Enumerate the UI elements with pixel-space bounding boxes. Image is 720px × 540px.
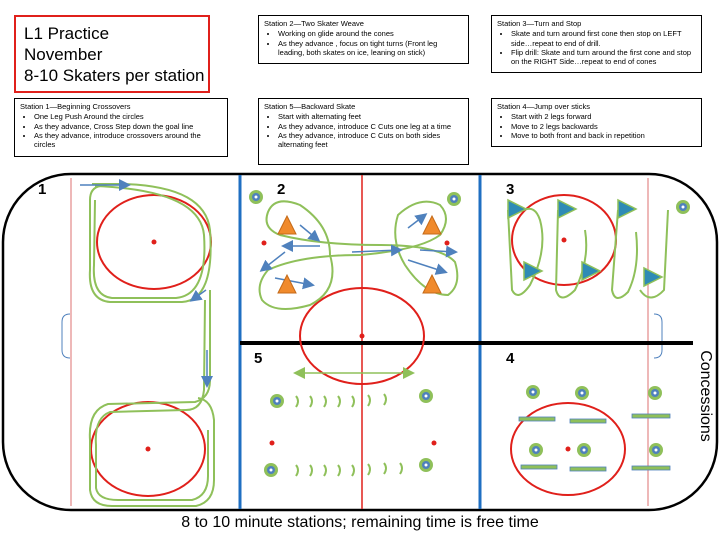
station-4-skaters (526, 385, 663, 457)
stick-icon (631, 413, 671, 419)
faceoff-dot (565, 446, 571, 452)
station-1-item: As they advance, Cross Step down the goa… (34, 122, 222, 131)
station-4-title: Station 4—Jump over sticks (497, 102, 590, 111)
station-2-note: Station 2—Two Skater Weave Working on gl… (258, 15, 469, 64)
skater-icon (649, 443, 663, 457)
station-5-item: Start with alternating feet (278, 112, 463, 121)
skater-icon (270, 394, 284, 408)
station-number-5: 5 (254, 350, 263, 367)
skater-icon (648, 386, 662, 400)
title-line-2: November (24, 45, 103, 64)
station-1-note: Station 1—Beginning Crossovers One Leg P… (14, 98, 228, 157)
skater-icon (419, 458, 433, 472)
station-4-item: Start with 2 legs forward (511, 112, 696, 121)
cone-icon (422, 214, 442, 235)
station-2-item: As they advance , focus on tight turns (… (278, 39, 463, 58)
station-4-item: Move to 2 legs backwards (511, 122, 696, 131)
faceoff-dot (359, 333, 365, 339)
station-5-c-cuts (295, 393, 403, 477)
station-2-pucks (249, 190, 461, 206)
station-1-paths (88, 183, 215, 507)
station-number-3: 3 (506, 181, 515, 198)
title-line-3: 8-10 Skaters per station (24, 66, 205, 85)
station-2-paths (258, 200, 459, 310)
station-3-item: Flip drill: Skate and turn around the fi… (511, 48, 696, 67)
station-2-title: Station 2—Two Skater Weave (264, 19, 364, 28)
station-4-note: Station 4—Jump over sticks Start with 2 … (491, 98, 702, 147)
station-number-2: 2 (277, 181, 286, 198)
skater-icon (419, 389, 433, 403)
stick-icon (569, 466, 607, 472)
concessions-text: Concessions (697, 350, 714, 442)
faceoff-dot (261, 240, 267, 246)
station-2-cones (277, 214, 442, 294)
cone-icon (643, 266, 664, 288)
cone-icon (581, 260, 602, 282)
station-3-paths (507, 207, 669, 299)
station-3-item: Skate and turn around first cone then st… (511, 29, 696, 48)
station-number-4: 4 (506, 350, 515, 367)
footer-note: 8 to 10 minute stations; remaining time … (181, 514, 539, 531)
arrow-s1-diag (189, 289, 207, 302)
station-4-item: Move to both front and back in repetitio… (511, 131, 696, 140)
cone-icon (617, 198, 638, 220)
title-line-1: L1 Practice (24, 24, 110, 43)
faceoff-dot (431, 440, 437, 446)
skater-icon (264, 463, 278, 477)
cone-icon (422, 273, 442, 294)
faceoff-dot (561, 237, 567, 243)
faceoff-dot (444, 240, 450, 246)
stick-icon (631, 465, 671, 471)
station-5-item: As they advance, introduce C Cuts on bot… (278, 131, 463, 150)
station-5-note: Station 5—Backward Skate Start with alte… (258, 98, 469, 165)
cone-icon (523, 260, 544, 282)
faceoff-circle-s4 (510, 402, 626, 496)
concessions-label: Concessions (693, 350, 717, 442)
station-5-skaters (264, 389, 433, 477)
station-5-title: Station 5—Backward Skate (264, 102, 356, 111)
faceoff-dot (151, 239, 157, 245)
skater-icon (447, 192, 461, 206)
station-5-item: As they advance, introduce C Cuts one le… (278, 122, 463, 131)
stick-icon (518, 416, 556, 422)
skater-icon (526, 385, 540, 399)
skater-icon (577, 443, 591, 457)
station-1-title: Station 1—Beginning Crossovers (20, 102, 131, 111)
stick-icon (520, 464, 558, 470)
station-1-item: As they advance, introduce crossovers ar… (34, 131, 222, 150)
station-2-item: Working on glide around the cones (278, 29, 463, 38)
skater-icon (249, 190, 263, 204)
station-4-sticks (518, 413, 671, 472)
rink-boards (1, 172, 719, 512)
skater-icon (575, 386, 589, 400)
cone-icon (557, 198, 578, 220)
station-3-note: Station 3—Turn and Stop Skate and turn a… (491, 15, 702, 73)
skater-icon (676, 200, 690, 214)
skater-icon (529, 443, 543, 457)
station-3-cones (507, 198, 664, 288)
cone-icon (507, 198, 528, 220)
faceoff-circle-center (299, 287, 425, 385)
faceoff-dot (269, 440, 275, 446)
station-2-arrows (259, 213, 458, 290)
station-1-item: One Leg Push Around the circles (34, 112, 222, 121)
station-number-1: 1 (38, 181, 47, 198)
faceoff-dot (145, 446, 151, 452)
stick-icon (569, 418, 607, 424)
cone-icon (277, 214, 297, 235)
cone-icon (277, 273, 297, 294)
bench-left (61, 313, 71, 359)
title-box: L1 Practice November 8-10 Skaters per st… (14, 15, 210, 93)
bench-right (653, 313, 663, 359)
station-3-title: Station 3—Turn and Stop (497, 19, 582, 28)
